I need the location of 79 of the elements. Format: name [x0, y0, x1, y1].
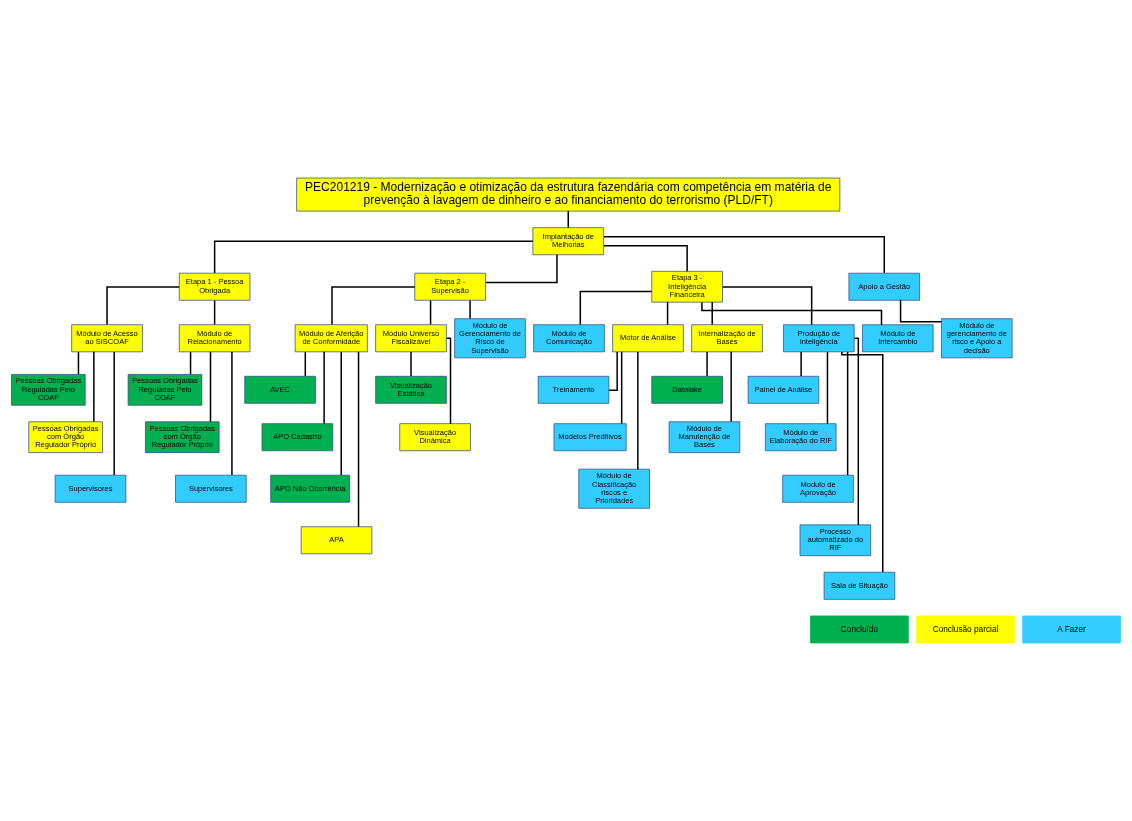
node-box: Processo automatizado do RIF — [799, 524, 872, 557]
node-box: Módulo de gerenciamento de risco e Apoio a decisão — [941, 318, 1013, 359]
connector — [323, 351, 325, 425]
node-box: Implantação de Melhorias — [532, 227, 604, 256]
node-box: APO Não Ocorrência — [270, 474, 351, 503]
node-box: Módulo de Acesso ao SISCOAF — [71, 324, 143, 353]
connector — [666, 301, 669, 326]
node-box: Modelos Preditivos — [553, 423, 627, 452]
connector — [429, 299, 432, 326]
node-box: Etapa 3 - Inteligência Financeira — [651, 270, 723, 303]
connector — [304, 351, 307, 377]
legend-label: Conclusão parcial — [932, 624, 999, 634]
node-box: Módulo de Elaboração do RIF — [765, 423, 837, 452]
node-box: Módulo de Aferição de Conformidade — [294, 324, 368, 353]
connector — [93, 351, 95, 423]
connector — [77, 351, 80, 375]
connector — [701, 301, 883, 326]
connector — [231, 351, 233, 476]
node-box: Etapa 2 - Supervisão — [414, 272, 486, 301]
connector — [484, 254, 558, 284]
node-box: Produção de inteligência — [783, 324, 855, 353]
connector — [826, 351, 829, 425]
legend-label: A Fazer — [1057, 624, 1086, 634]
node-box: Visualização Dinâmica — [399, 423, 471, 452]
connector — [841, 351, 884, 573]
node-box: PEC201219 - Modernização e otimização da estrutura fazendária com competência em matéria de prevenção à lavagem de dinheiro e ao financiamento do terrorismo (PLD/FT) — [296, 177, 841, 212]
node-box: Etapa 1 - Pessoa Obrigada — [178, 272, 251, 301]
connector — [637, 351, 639, 470]
connector — [722, 286, 813, 326]
connector — [800, 351, 802, 377]
node-box: Módulo Universo Fiscalizável — [375, 324, 447, 353]
node-box: Supervisores — [54, 474, 127, 503]
connector — [113, 351, 115, 476]
node-box: Modulo de Aprovação — [782, 474, 854, 503]
node-box: Painel de Análise — [747, 375, 820, 404]
node-box: Datalake — [651, 375, 723, 404]
node-box: Apoio a Gestão — [848, 272, 920, 301]
node-box: Módulo de Gerenciamento de Risco de Supervisão — [454, 318, 526, 359]
connector — [213, 240, 534, 274]
connector — [410, 351, 412, 377]
connector — [706, 351, 708, 377]
node-box: Visualização Estática — [375, 375, 447, 404]
connector — [579, 290, 653, 326]
connector — [603, 245, 688, 272]
connector — [189, 351, 192, 375]
connector — [357, 351, 360, 528]
connector — [608, 351, 618, 391]
connector — [340, 351, 342, 476]
node-box: Motor de Análise — [612, 324, 684, 353]
connector — [106, 286, 180, 326]
node-box: Pessoas Obrigadas com Órgão Regulador Próprio — [28, 421, 103, 453]
connector — [620, 351, 623, 425]
node-box: APO Cadastro — [261, 423, 334, 452]
node-box: Módulo de Intercambio — [862, 324, 934, 353]
connector — [209, 351, 212, 423]
connector — [853, 337, 860, 526]
legend-label: Concluído — [840, 624, 879, 634]
node-box: Módulo de Comunicação — [533, 324, 605, 353]
node-box: Pessoas Obrigadas Reguladas Pelo COAF — [127, 374, 203, 406]
connector — [213, 299, 216, 326]
connector — [603, 235, 885, 274]
node-box: Internalização de Bases — [691, 324, 763, 353]
connector — [331, 286, 416, 326]
connector — [469, 299, 471, 320]
node-box: APA — [300, 526, 373, 555]
connector — [846, 351, 849, 476]
node-box: Pessoas Obrigadas com Órgão Regulador Próprio — [145, 421, 220, 453]
node-box: Módulo de Manutenção de Bases — [668, 421, 741, 453]
connector — [730, 351, 732, 423]
node-box: Módulo de Classificação riscos e Prioridades — [578, 468, 650, 509]
node-box: Treinamento — [537, 375, 610, 404]
connector — [445, 337, 452, 425]
node-box: Módulo de Relacionamento — [178, 324, 251, 353]
node-box: Pessoas Obrigadas Reguladas Pelo COAF — [11, 374, 86, 406]
connector — [711, 301, 713, 326]
connector — [899, 299, 943, 323]
node-box: Supervisores — [175, 474, 247, 503]
node-box: AVEC — [244, 375, 316, 404]
node-box: Sala de Situação — [823, 571, 896, 600]
